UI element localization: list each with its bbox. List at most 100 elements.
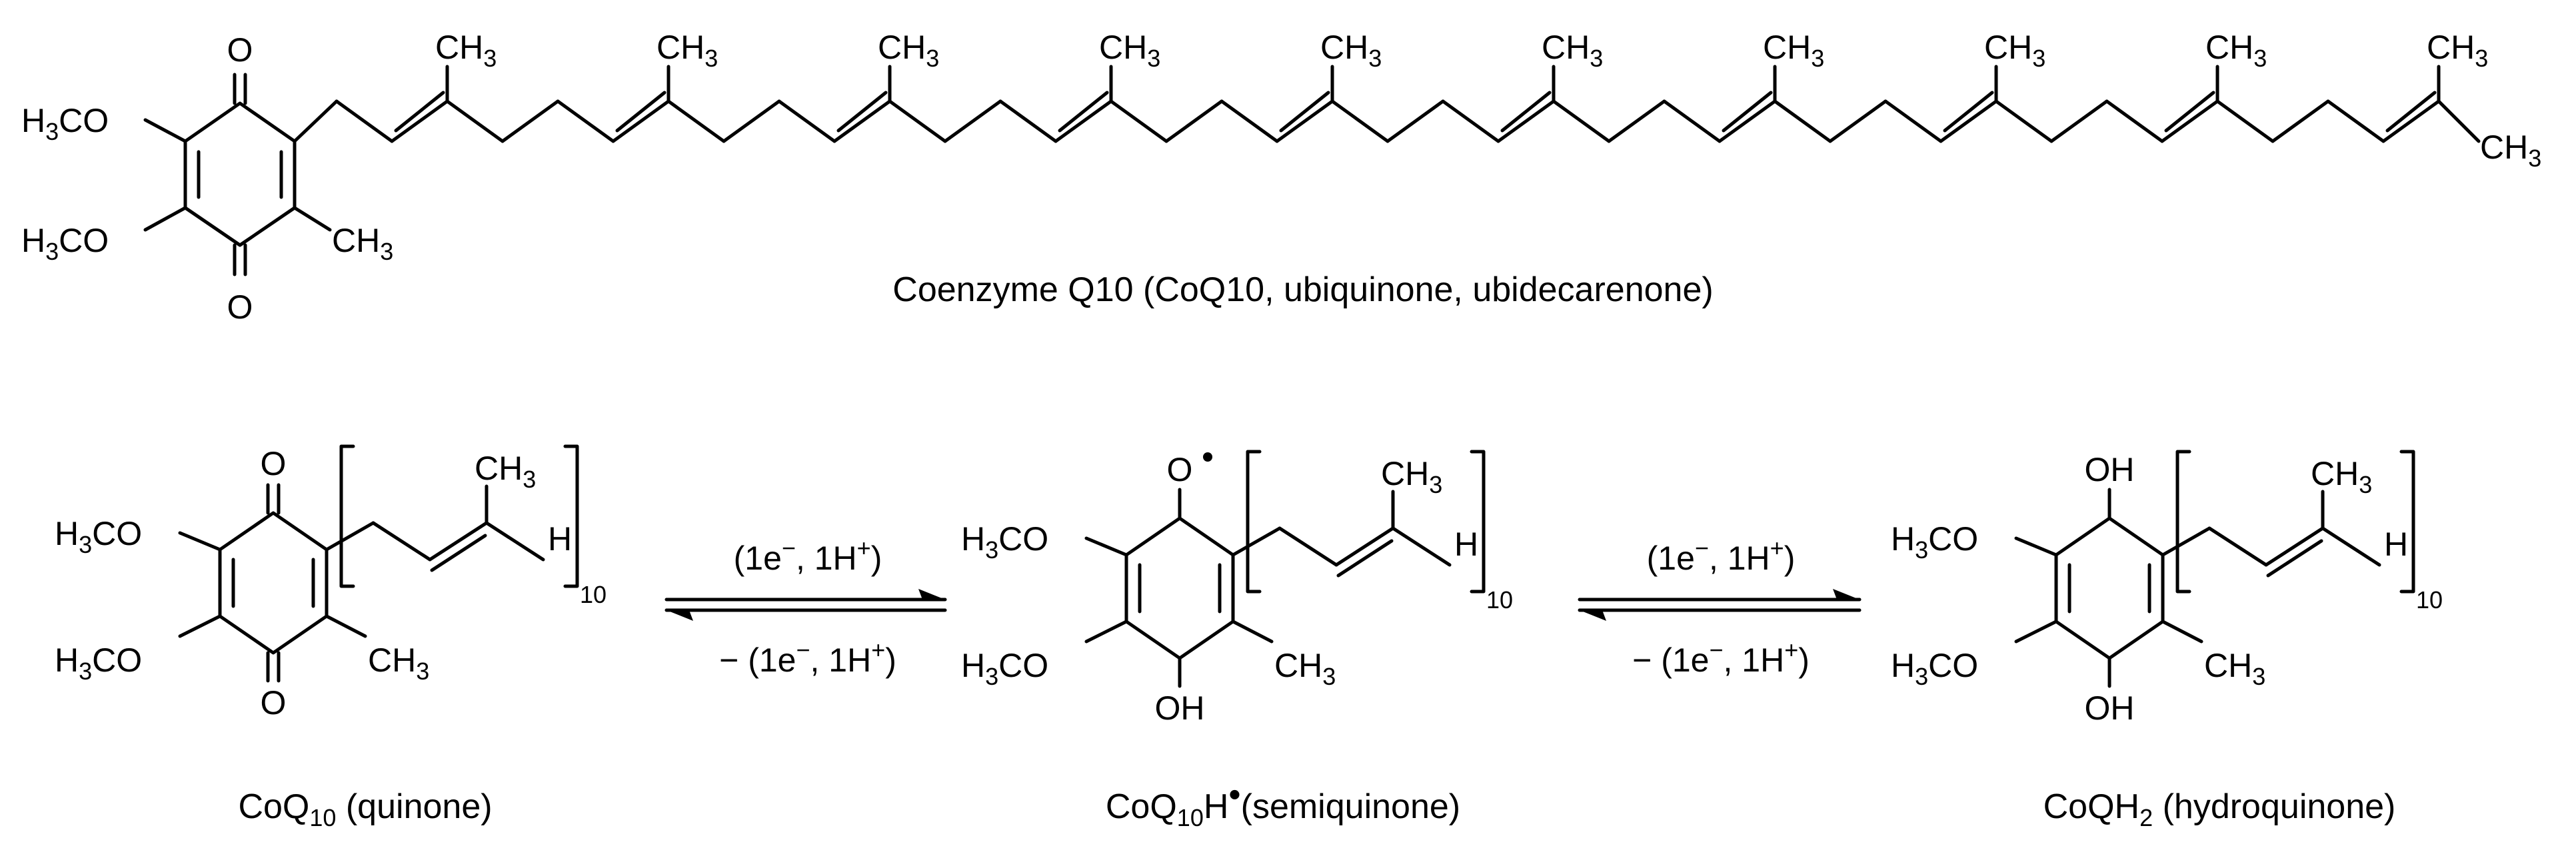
chain-methyl-label: CH3	[2205, 29, 2267, 72]
chain-double-bond-inner	[1722, 91, 1773, 133]
chain-methyl-label: CH3	[656, 29, 718, 72]
semiquinone-structure	[1084, 450, 1486, 688]
top-quinone-ring	[143, 73, 332, 276]
chain-bond	[888, 99, 947, 143]
chain-double-bond	[1054, 99, 1113, 143]
structure-caption: Coenzyme Q10 (CoQ10, ubiquinone, ubideca…	[892, 270, 1713, 309]
hydroquinone-chain-methyl: CH3	[2311, 455, 2372, 498]
chain-bond	[1109, 99, 1168, 143]
chain-double-bond-inner	[1279, 91, 1330, 133]
chain-methyl-label: CH3	[1763, 29, 1824, 72]
chain-bond	[1773, 99, 1832, 143]
chain-double-bond	[1496, 99, 1556, 143]
chain-bond	[556, 99, 615, 143]
quinone-structure	[178, 444, 579, 683]
chain-double-bond	[1939, 99, 1998, 143]
chain-bond	[777, 99, 836, 143]
chain-double-bond	[2381, 99, 2441, 143]
reverse-step-label-2: − (1e−, 1H+)	[1632, 636, 1810, 679]
chain-bond	[501, 99, 560, 143]
chain-double-bond	[390, 99, 449, 143]
quinone-carbonyl-o-upper: O	[261, 445, 287, 482]
chain-double-bond-inner	[1943, 91, 1994, 133]
reverse-step-label-1: − (1e−, 1H+)	[719, 636, 896, 679]
top-methoxy-lower: H3CO	[21, 222, 109, 265]
chain-bond	[1828, 99, 1888, 143]
chain-double-bond-inner	[2385, 91, 2437, 133]
chain-bond	[2105, 99, 2164, 143]
semiquinone-ring-methyl: CH3	[1274, 647, 1336, 690]
hydroquinone-methoxy-upper: H3CO	[1891, 520, 1978, 564]
chain-methyl-label: CH3	[1320, 29, 1382, 72]
equilibrium-arrows-2	[1578, 589, 1862, 621]
semiquinone-oxygen: O	[1167, 451, 1193, 488]
forward-step-label-2: (1e−, 1H+)	[1647, 534, 1796, 577]
chain-double-bond-inner	[1058, 91, 1109, 133]
chain-double-bond-inner	[2164, 91, 2215, 133]
chain-bond	[2049, 99, 2109, 143]
semiquinone-methoxy-lower: H3CO	[961, 647, 1048, 690]
chain-double-bond-inner	[394, 91, 445, 133]
quinone-carbonyl-o-lower: O	[261, 684, 287, 721]
hydroquinone-terminal-h: H	[2384, 526, 2408, 563]
chain-bond	[1884, 99, 1943, 143]
chain-double-bond-inner	[836, 91, 888, 133]
chain-bond	[998, 99, 1058, 143]
chain-bond	[1441, 99, 1500, 143]
quinone-ring-methyl: CH3	[368, 642, 429, 685]
semiquinone-terminal-h: H	[1454, 526, 1478, 563]
chain-bond	[722, 99, 781, 143]
hydroquinone-hydroxyl-upper: OH	[2085, 451, 2135, 488]
quinone-chain-methyl: CH3	[475, 450, 536, 493]
hydroquinone-hydroxyl-lower: OH	[2085, 689, 2135, 727]
chain-bond	[2271, 99, 2330, 143]
equilibrium-arrows-1	[664, 589, 947, 621]
chain-double-bond	[1718, 99, 1777, 143]
hydroquinone-repeat-count: 10	[2416, 586, 2443, 614]
chain-double-bond	[2160, 99, 2219, 143]
chain-methyl-label: CH3	[878, 29, 939, 72]
chain-bond	[1386, 99, 1445, 143]
chain-double-bond	[832, 99, 892, 143]
chain-terminal-methyl-label: CH3	[2480, 129, 2541, 172]
top-ring-methyl: CH3	[332, 222, 393, 265]
chain-bond-ring	[293, 99, 339, 143]
chain-bond	[2215, 99, 2275, 143]
chain-bond	[2326, 99, 2385, 143]
chain-double-bond-inner	[1500, 91, 1552, 133]
hydroquinone-ring-methyl: CH3	[2204, 647, 2265, 690]
chain-methyl-label: CH3	[1099, 29, 1160, 72]
quinone-label: CoQ10 (quinone)	[238, 787, 492, 831]
chain-bond	[445, 99, 505, 143]
chain-bond	[1164, 99, 1224, 143]
chain-methyl-label: CH3	[1542, 29, 1603, 72]
semiquinone-repeat-count: 10	[1486, 586, 1513, 614]
semiquinone-methoxy-upper: H3CO	[961, 520, 1048, 564]
semiquinone-label: CoQ10H•(semiquinone)	[1106, 775, 1460, 831]
semiquinone-chain-methyl: CH3	[1381, 455, 1442, 498]
top-methoxy-upper: H3CO	[21, 102, 109, 145]
quinone-methoxy-upper: H3CO	[55, 515, 142, 558]
chain-double-bond-inner	[615, 91, 666, 133]
chain-methyl-label: CH3	[1984, 29, 2045, 72]
quinone-terminal-h: H	[548, 520, 572, 558]
chain-bond	[943, 99, 1002, 143]
chain-bond	[1607, 99, 1666, 143]
chain-bond	[335, 99, 394, 143]
chain-bond	[1330, 99, 1390, 143]
chain-methyl-label: CH3	[2427, 29, 2488, 72]
quinone-methoxy-lower: H3CO	[55, 642, 142, 685]
chain-double-bond	[611, 99, 670, 143]
chain-methyl-label: CH3	[435, 29, 497, 72]
quinone-repeat-count: 10	[580, 581, 607, 608]
forward-step-label-1: (1e−, 1H+)	[734, 534, 882, 577]
radical-dot-icon	[1203, 452, 1212, 462]
chain-bond	[666, 99, 726, 143]
hydroquinone-structure	[2014, 450, 2415, 688]
chain-bond	[1662, 99, 1722, 143]
top-carbonyl-o-upper: O	[227, 31, 253, 69]
